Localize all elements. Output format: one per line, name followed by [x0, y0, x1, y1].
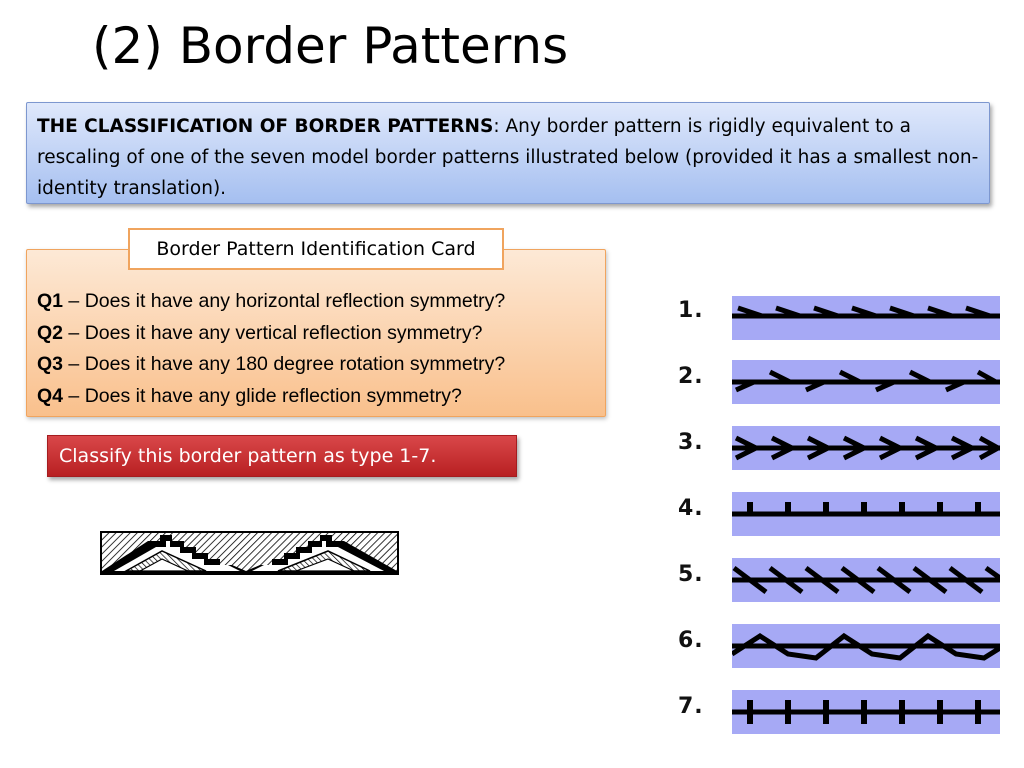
question-2-id: Q2 — [37, 321, 64, 344]
model-5-label: 5. — [678, 562, 704, 587]
pattern-5-icon — [732, 558, 1000, 602]
classification-heading: THE CLASSIFICATION OF BORDER PATTERNS — [37, 116, 494, 137]
question-3: Q3 – Does it have any 180 degree rotatio… — [37, 349, 595, 381]
pattern-3-icon — [732, 426, 1000, 470]
model-1-label: 1. — [678, 298, 704, 323]
model-2-label: 2. — [678, 364, 704, 389]
question-1-text: – Does it have any horizontal reflection… — [63, 290, 506, 312]
card-title: Border Pattern Identification Card — [128, 228, 504, 270]
page-title: (2) Border Patterns — [92, 17, 569, 75]
classification-box: THE CLASSIFICATION OF BORDER PATTERNS: A… — [26, 102, 990, 204]
pattern-7-icon — [732, 690, 1000, 734]
question-3-id: Q3 — [37, 353, 64, 375]
pattern-4-icon — [732, 492, 1000, 536]
classification-text: : Any border pattern is rigidly equivale… — [37, 116, 979, 199]
question-2: Q2 – Does it have any vertical reflectio… — [37, 318, 595, 350]
question-4-text: – Does it have any glide reflection symm… — [63, 384, 462, 407]
question-4-id: Q4 — [37, 384, 64, 407]
pattern-6-icon — [732, 624, 1000, 668]
question-2-text: – Does it have any vertical reflection s… — [63, 321, 483, 344]
question-4: Q4 – Does it have any glide reflection s… — [37, 381, 595, 413]
frieze-pattern-image — [100, 531, 399, 575]
question-3-text: – Does it have any 180 degree rotation s… — [63, 353, 506, 375]
model-patterns: 1. 2. 3. 4. 5. 6. — [678, 290, 1008, 740]
task-banner: Classify this border pattern as type 1-7… — [47, 435, 517, 477]
model-3-label: 3. — [678, 430, 704, 455]
question-1-id: Q1 — [37, 290, 64, 312]
pattern-1-icon — [732, 296, 1000, 340]
pattern-2-icon — [732, 360, 1000, 404]
model-7-label: 7. — [678, 694, 704, 719]
question-1: Q1 – Does it have any horizontal reflect… — [37, 286, 595, 318]
model-6-label: 6. — [678, 628, 704, 653]
model-4-label: 4. — [678, 496, 704, 521]
identification-card: Q1 – Does it have any horizontal reflect… — [26, 249, 606, 417]
